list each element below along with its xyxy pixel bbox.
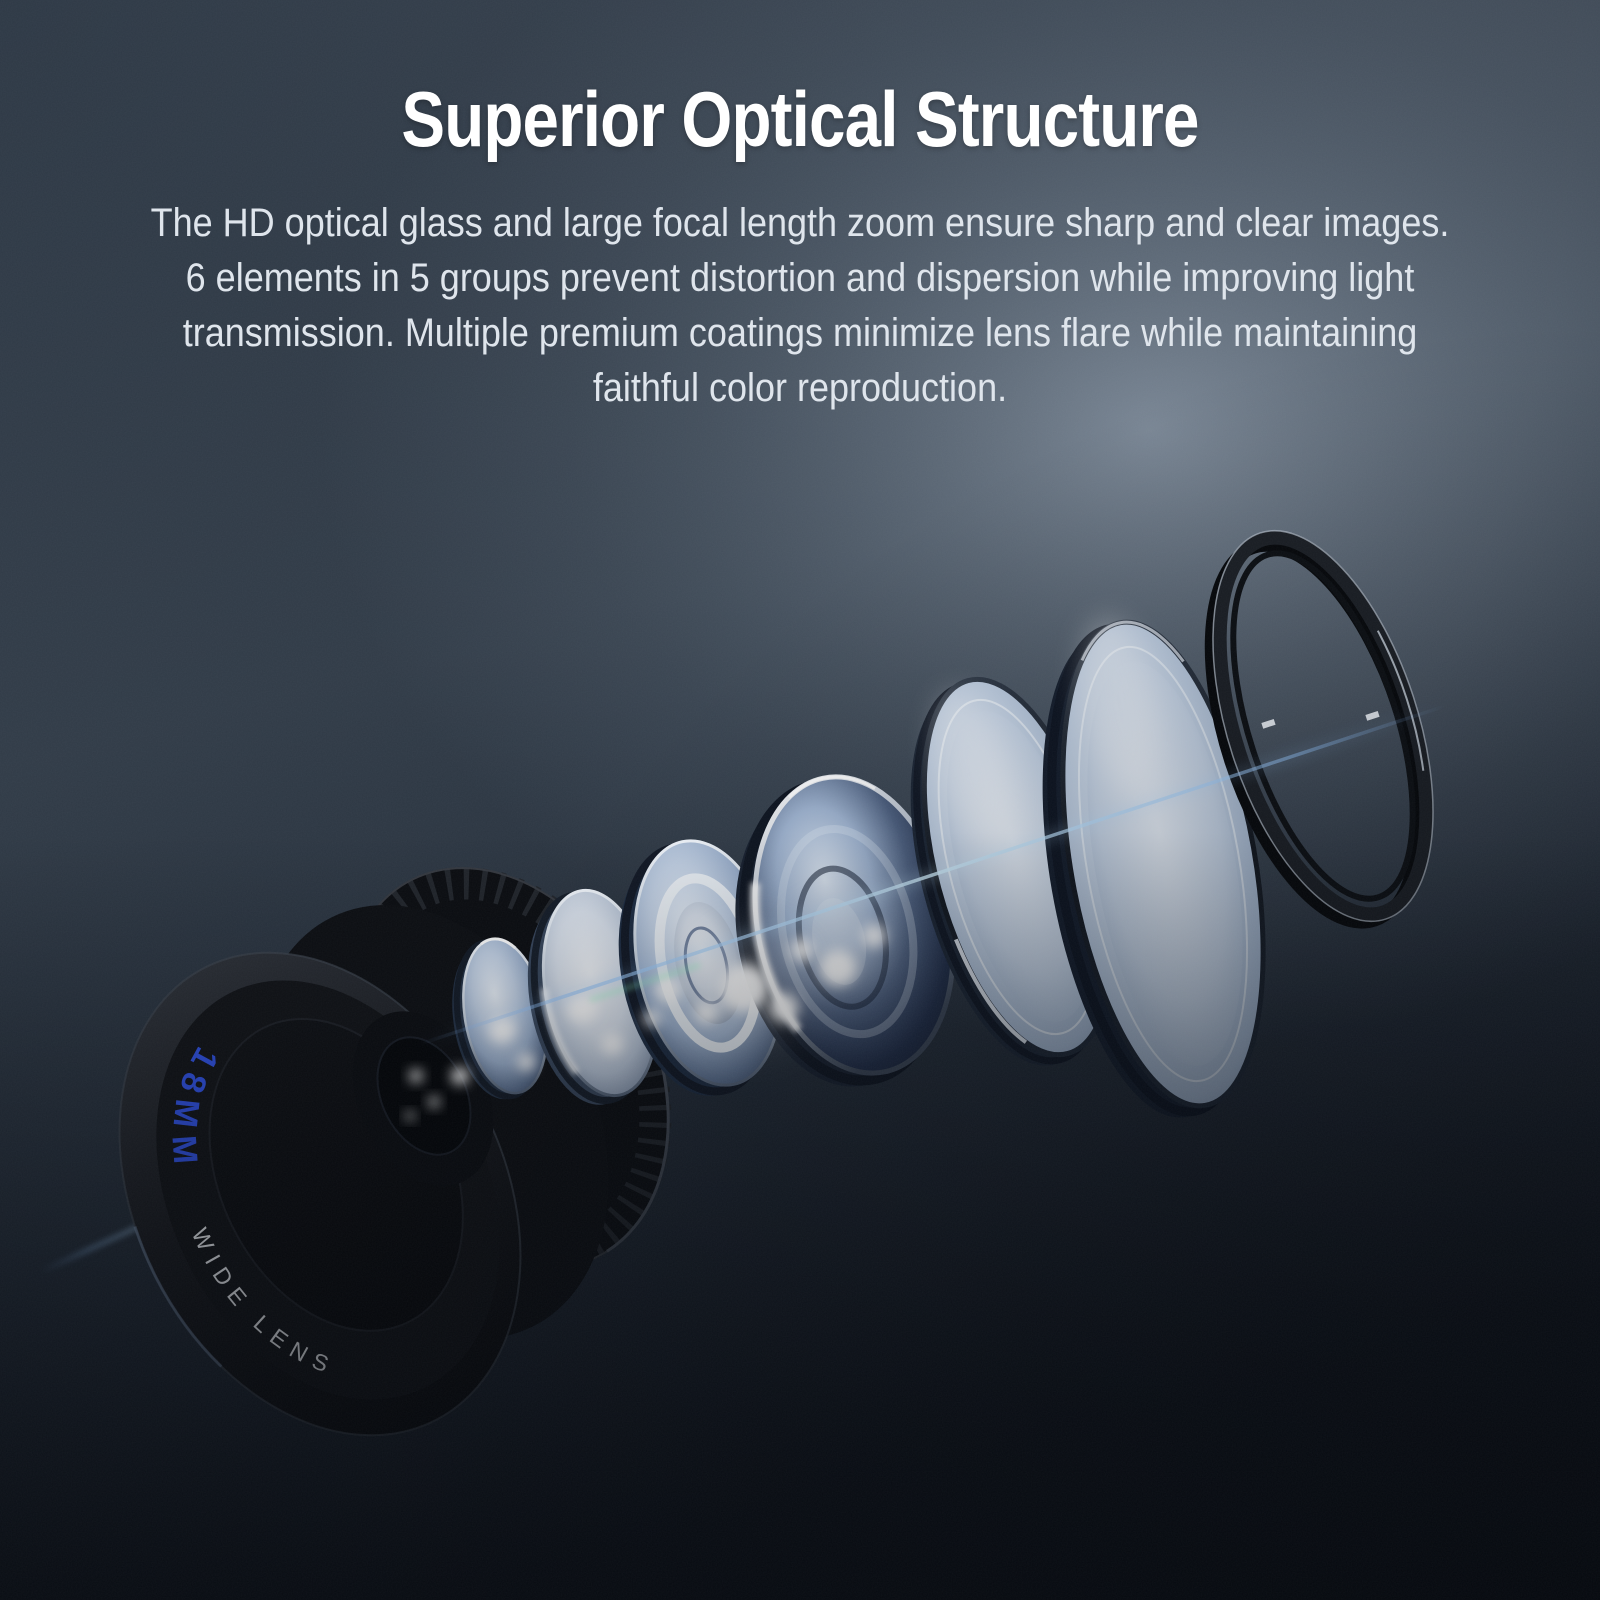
page-title: Superior Optical Structure <box>401 75 1199 163</box>
page-description: The HD optical glass and large focal len… <box>150 201 1450 410</box>
